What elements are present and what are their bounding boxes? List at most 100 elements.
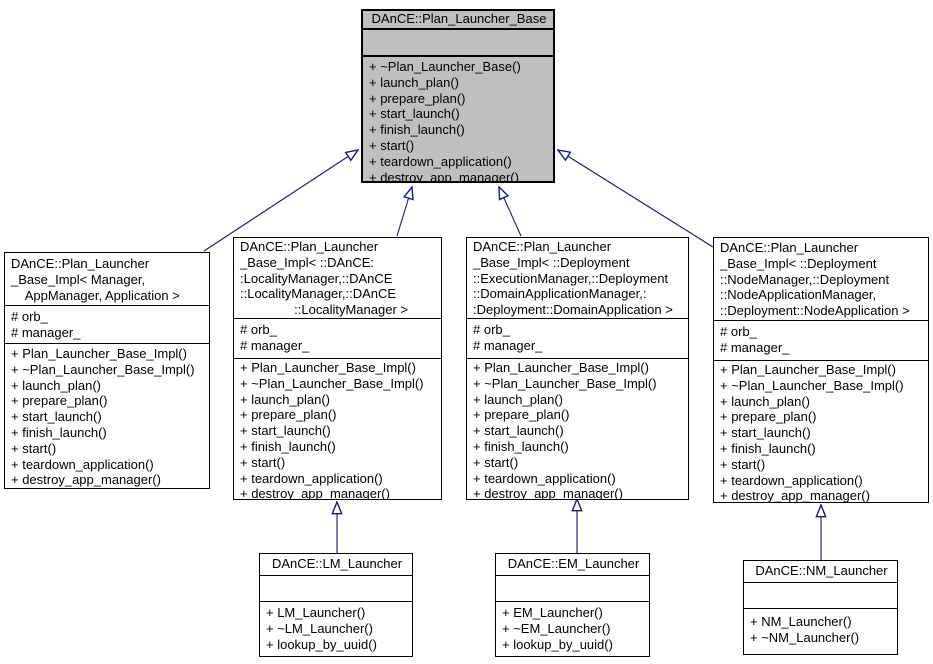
class-methods: + Plan_Launcher_Base_Impl()+ ~Plan_Launc… xyxy=(714,360,928,502)
text-line: + start_launch() xyxy=(720,425,811,441)
text-line: ::LocalityManager > xyxy=(240,302,408,318)
text-line: # manager_ xyxy=(11,324,81,340)
text-line: + destroy_app_manager() xyxy=(11,472,161,488)
text-line: :LocalityManager,::DAnCE xyxy=(240,270,393,286)
text-line: _Base_Impl< ::DAnCE: xyxy=(240,254,375,270)
text-line: :Deployment::DomainApplication > xyxy=(473,302,673,318)
text-line: + ~Plan_Launcher_Base_Impl() xyxy=(473,375,657,391)
text-line: + finish_launch() xyxy=(473,438,569,454)
class-methods: + ~Plan_Launcher_Base()+ launch_plan()+ … xyxy=(363,55,553,181)
text-line: + prepare_plan() xyxy=(369,90,466,106)
text-line: + ~Plan_Launcher_Base_Impl() xyxy=(720,377,904,393)
class-attributes xyxy=(363,28,553,55)
class-title: DAnCE::NM_Launcher xyxy=(744,561,897,582)
class-attributes xyxy=(260,575,412,601)
text-line: + launch_plan() xyxy=(240,391,330,407)
text-line: + Plan_Launcher_Base_Impl() xyxy=(11,346,187,361)
text-line: + destroy_app_manager() xyxy=(720,488,870,502)
class-methods: + Plan_Launcher_Base_Impl()+ ~Plan_Launc… xyxy=(467,358,688,499)
class-box-em-launcher[interactable]: DAnCE::EM_Launcher + EM_Launcher()+ ~EM_… xyxy=(495,553,650,657)
text-line: + Plan_Launcher_Base_Impl() xyxy=(473,360,649,375)
class-title: DAnCE::Plan_Launcher_Base_Impl< ::Deploy… xyxy=(714,238,928,320)
class-methods: + Plan_Launcher_Base_Impl()+ ~Plan_Launc… xyxy=(5,343,209,488)
text-line: + start() xyxy=(11,440,57,456)
text-line: + start_launch() xyxy=(473,423,564,439)
text-line: + ~LM_Launcher() xyxy=(266,620,373,636)
text-line: DAnCE::EM_Launcher xyxy=(507,556,640,571)
class-box-plan-launcher-base[interactable]: DAnCE::Plan_Launcher_Base + ~Plan_Launch… xyxy=(361,9,555,183)
text-line: + finish_launch() xyxy=(240,438,336,454)
class-title: DAnCE::Plan_Launcher_Base_Impl< ::DAnCE:… xyxy=(234,238,441,318)
text-line: + teardown_application() xyxy=(240,470,383,486)
text-line: + prepare_plan() xyxy=(473,407,570,423)
text-line: + start() xyxy=(473,454,519,470)
text-line: + Plan_Launcher_Base_Impl() xyxy=(240,360,416,375)
text-line: + NM_Launcher() xyxy=(750,614,852,629)
class-box-lm-launcher[interactable]: DAnCE::LM_Launcher + LM_Launcher()+ ~LM_… xyxy=(259,553,413,657)
class-methods: + LM_Launcher()+ ~LM_Launcher()+ lookup_… xyxy=(260,601,412,656)
text-line: # orb_ xyxy=(240,322,277,337)
text-line: DAnCE::Plan_Launcher xyxy=(720,240,859,255)
text-line: ::LocalityManager,::DAnCE xyxy=(240,286,397,302)
text-line: + start_launch() xyxy=(369,106,460,122)
text-line: + destroy_app_manager() xyxy=(369,169,519,181)
inheritance-arrow xyxy=(558,150,714,248)
text-line: + LM_Launcher() xyxy=(266,605,366,620)
text-line: + prepare_plan() xyxy=(720,409,817,425)
text-line: + teardown_application() xyxy=(473,470,616,486)
text-line: + ~EM_Launcher() xyxy=(502,620,611,636)
class-attributes: # orb_# manager_ xyxy=(5,305,209,343)
text-line: ::NodeManager,::Deployment xyxy=(720,271,890,287)
text-line: + Plan_Launcher_Base_Impl() xyxy=(720,362,896,377)
text-line: + start() xyxy=(240,454,286,470)
class-box-plan-launcher-base-impl-node-manager[interactable]: DAnCE::Plan_Launcher_Base_Impl< ::Deploy… xyxy=(713,237,929,503)
text-line: # manager_ xyxy=(473,337,543,353)
text-line: + destroy_app_manager() xyxy=(240,486,390,499)
class-title: DAnCE::Plan_Launcher_Base xyxy=(363,11,553,28)
text-line: ::ExecutionManager,::Deployment xyxy=(473,270,669,286)
class-attributes: # orb_# manager_ xyxy=(234,318,441,358)
class-box-plan-launcher-base-impl-execution-manager[interactable]: DAnCE::Plan_Launcher_Base_Impl< ::Deploy… xyxy=(466,237,689,500)
text-line: _Base_Impl< Manager, xyxy=(11,271,146,287)
class-attributes xyxy=(496,575,649,601)
text-line: ::NodeApplicationManager, xyxy=(720,287,877,303)
text-line: # manager_ xyxy=(720,339,790,355)
class-title: DAnCE::Plan_Launcher_Base_Impl< Manager,… xyxy=(5,253,209,305)
text-line: + start() xyxy=(369,137,415,153)
text-line: DAnCE::Plan_Launcher xyxy=(473,239,612,254)
text-line: + lookup_by_uuid() xyxy=(266,636,377,652)
text-line: _Base_Impl< ::Deployment xyxy=(473,254,630,270)
text-line: + ~Plan_Launcher_Base_Impl() xyxy=(11,361,195,377)
class-box-nm-launcher[interactable]: DAnCE::NM_Launcher + NM_Launcher()+ ~NM_… xyxy=(743,560,898,655)
text-line: # manager_ xyxy=(240,337,310,353)
text-line: DAnCE::Plan_Launcher xyxy=(240,239,379,254)
text-line: DAnCE::NM_Launcher xyxy=(755,563,888,578)
text-line: _Base_Impl< ::Deployment xyxy=(720,255,877,271)
text-line: + ~Plan_Launcher_Base_Impl() xyxy=(240,375,424,391)
inheritance-arrow xyxy=(396,187,412,237)
text-line: + finish_launch() xyxy=(720,440,816,456)
text-line: + EM_Launcher() xyxy=(502,605,603,620)
class-attributes: # orb_# manager_ xyxy=(714,320,928,360)
text-line: DAnCE::Plan_Launcher xyxy=(11,256,150,271)
text-line: + teardown_application() xyxy=(11,456,154,472)
text-line: # orb_ xyxy=(720,324,757,339)
text-line: + finish_launch() xyxy=(369,122,465,138)
text-line: + launch_plan() xyxy=(473,391,563,407)
class-methods: + EM_Launcher()+ ~EM_Launcher()+ lookup_… xyxy=(496,601,649,656)
text-line: + launch_plan() xyxy=(11,377,101,393)
class-box-plan-launcher-base-impl-template[interactable]: DAnCE::Plan_Launcher_Base_Impl< Manager,… xyxy=(4,252,210,489)
class-box-plan-launcher-base-impl-locality-manager[interactable]: DAnCE::Plan_Launcher_Base_Impl< ::DAnCE:… xyxy=(233,237,442,500)
text-line: + ~Plan_Launcher_Base() xyxy=(369,59,521,74)
inheritance-arrow xyxy=(203,150,358,252)
text-line: + prepare_plan() xyxy=(11,393,108,409)
text-line: ::Deployment::NodeApplication > xyxy=(720,303,910,319)
class-title: DAnCE::EM_Launcher xyxy=(496,554,649,575)
class-attributes xyxy=(744,582,897,608)
class-title: DAnCE::Plan_Launcher_Base_Impl< ::Deploy… xyxy=(467,238,688,318)
class-title: DAnCE::LM_Launcher xyxy=(260,554,412,575)
text-line: + lookup_by_uuid() xyxy=(502,636,613,652)
text-line: + start() xyxy=(720,456,766,472)
text-line: DAnCE::Plan_Launcher_Base xyxy=(371,11,547,26)
